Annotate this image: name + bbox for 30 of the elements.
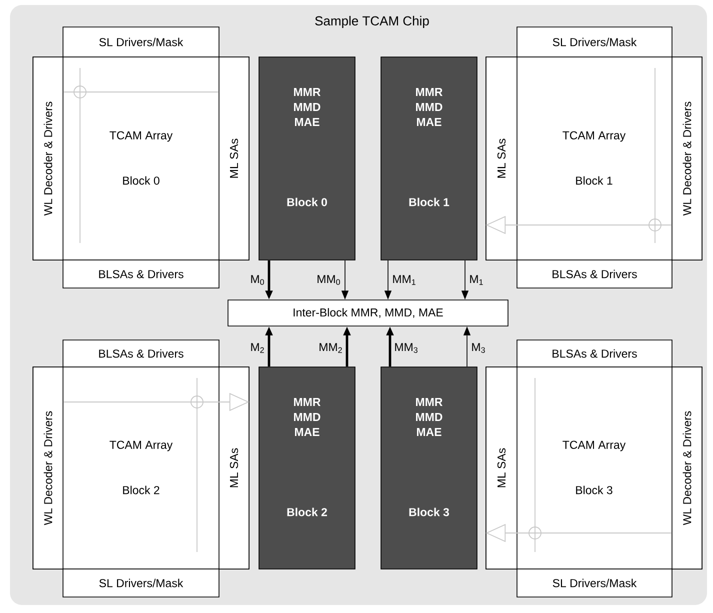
chip-title: Sample TCAM Chip (315, 16, 429, 28)
circuit-strip: WL Decoder & Drivers (32, 366, 64, 570)
circuit-strip: ML SAs (486, 366, 518, 570)
edge-label: M$_{0}$ (249, 274, 266, 286)
circuit-strip: ML SAs (218, 366, 250, 570)
circuit-box: SL Drivers/Mask (516, 26, 672, 58)
circuit-box: BLSAs & Drivers (516, 260, 672, 288)
circuit-strip: WL Decoder & Drivers (672, 366, 702, 570)
logic-block: MMR MMD MAE Block 2 (258, 366, 356, 570)
edge-label: M$_{2}$ (249, 342, 266, 354)
circuit-box: SL Drivers/Mask (62, 26, 220, 58)
edge-label: M$_{1}$ (468, 274, 485, 286)
circuit-box: SL Drivers/Mask (516, 568, 672, 598)
circuit-strip: WL Decoder & Drivers (32, 56, 64, 260)
edge-label: MM$_{1}$ (391, 274, 418, 286)
circuit-box: SL Drivers/Mask (62, 568, 220, 598)
edge-label: MM$_{3}$ (393, 342, 420, 354)
circuit-strip: WL Decoder & Drivers (672, 56, 702, 260)
circuit-strip: ML SAs (486, 56, 518, 260)
logic-block: MMR MMD MAE Block 3 (380, 366, 478, 570)
edge-label: M$_{3}$ (470, 342, 487, 354)
edge-label: MM$_{0}$ (316, 274, 342, 286)
circuit-strip: ML SAs (218, 56, 250, 260)
edge-label: MM$_{2}$ (318, 342, 344, 354)
logic-block: MMR MMD MAE Block 1 (380, 56, 478, 260)
circuit-box: BLSAs & Drivers (62, 260, 220, 288)
circuit-box: Inter-Block MMR, MMD, MAE (228, 300, 508, 326)
circuit-box: BLSAs & Drivers (62, 340, 220, 368)
circuit-box: BLSAs & Drivers (516, 340, 672, 368)
logic-block: MMR MMD MAE Block 0 (258, 56, 356, 260)
